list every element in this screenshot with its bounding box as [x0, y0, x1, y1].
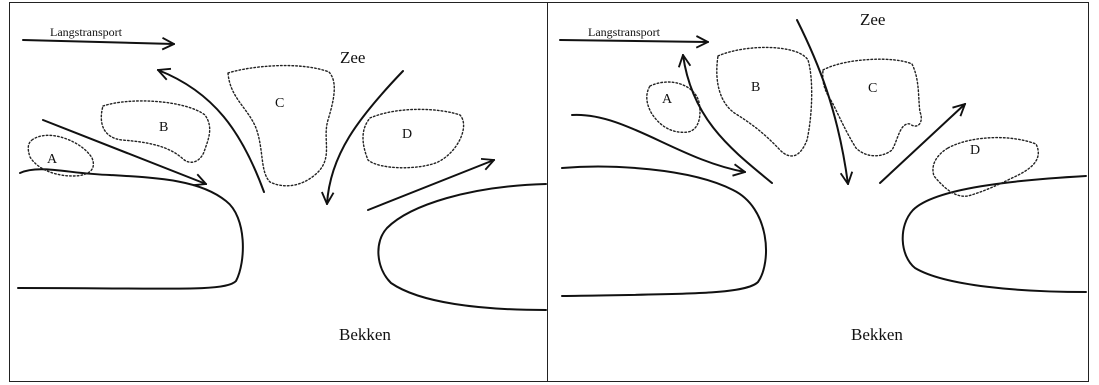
left-arrow-to-inlet [43, 120, 206, 184]
right-shoal-d-label: D [970, 143, 980, 158]
left-basin-label: Bekken [339, 325, 391, 344]
right-land-left [562, 167, 766, 296]
right-panel: Langstransport Zee Bekken A B C D [548, 3, 1089, 382]
right-panel-frame [548, 3, 1089, 382]
left-shoal-b-label: B [159, 120, 168, 135]
right-arrow-ebb-right [880, 104, 965, 183]
right-basin-label: Bekken [851, 325, 903, 344]
left-panel: Langstransport Zee Bekken A B C D [10, 3, 548, 382]
right-shoal-c-label: C [868, 81, 877, 96]
left-longshore-label: Langstransport [50, 25, 123, 39]
left-shoal-c-label: C [275, 96, 284, 111]
left-arrow-flood [327, 71, 403, 204]
right-longshore-arrow [560, 40, 708, 42]
right-shoal-b-label: B [751, 80, 760, 95]
left-shoal-a-label: A [47, 152, 58, 167]
right-shoal-d [933, 138, 1038, 197]
left-shoal-d [363, 109, 464, 167]
right-shoal-c [823, 59, 922, 156]
right-land-right [903, 176, 1086, 292]
left-land-right [378, 184, 546, 310]
right-arrow-flood [797, 20, 848, 184]
right-shoal-b [717, 47, 812, 156]
right-shoal-a-label: A [662, 92, 673, 107]
left-shoal-b [101, 101, 209, 162]
left-sea-label: Zee [340, 48, 365, 67]
right-longshore-label: Langstransport [588, 25, 661, 39]
right-arrow-ebb-left [683, 55, 772, 183]
right-arrow-to-inlet [572, 115, 745, 172]
left-shoal-c [228, 66, 334, 186]
left-panel-frame [10, 3, 548, 382]
left-land-left [18, 169, 243, 288]
right-sea-label: Zee [860, 10, 885, 29]
left-longshore-arrow [23, 40, 174, 44]
left-shoal-d-label: D [402, 127, 412, 142]
left-arrow-ebb-left [158, 70, 264, 192]
